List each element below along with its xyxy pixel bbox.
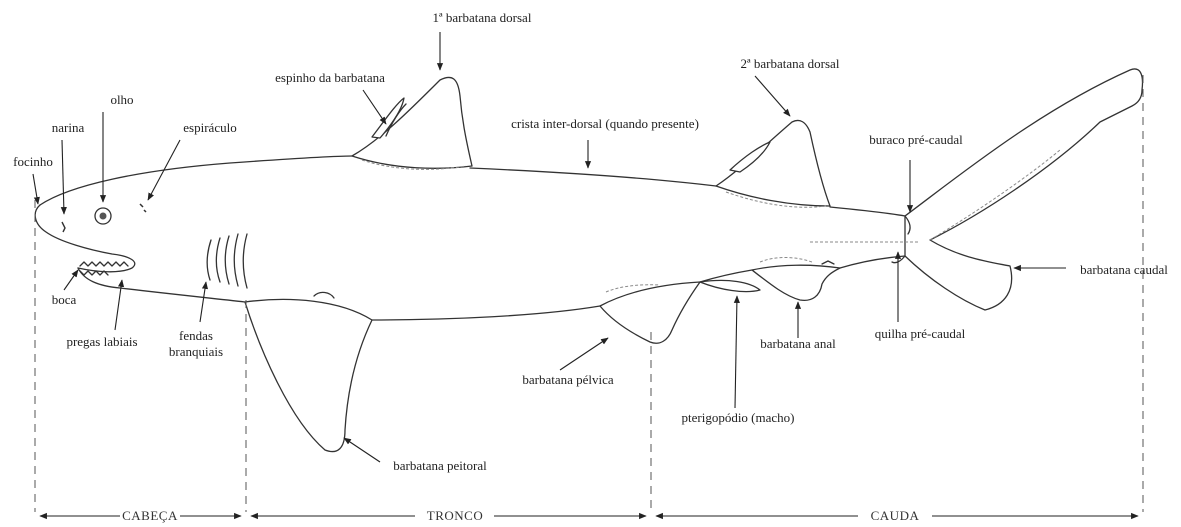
section-cabeca: CABEÇA xyxy=(122,508,178,523)
gill-slits xyxy=(207,234,247,288)
pelvic-fin xyxy=(600,282,700,343)
clasper xyxy=(700,280,760,291)
label-anal-fin: barbatana anal xyxy=(760,336,836,351)
label-clasper: pterigopódio (macho) xyxy=(682,410,795,425)
label-caudal-fin: barbatana caudal xyxy=(1080,262,1168,277)
label-precaudal-pit: buraco pré-caudal xyxy=(869,132,963,147)
pectoral-fin xyxy=(245,299,372,451)
anal-fin xyxy=(752,265,840,300)
second-dorsal-fin xyxy=(716,120,830,206)
label-nostril: narina xyxy=(52,120,85,135)
label-pelvic-fin: barbatana pélvica xyxy=(522,372,614,387)
label-precaudal-keel: quilha pré-caudal xyxy=(875,326,966,341)
first-dorsal-fin xyxy=(352,77,472,168)
label-spiracle: espiráculo xyxy=(183,120,236,135)
label-interdorsal-ridge: crista inter-dorsal (quando presente) xyxy=(511,116,699,131)
label-labial-folds: pregas labiais xyxy=(66,334,137,349)
label-gill-slits-1: fendas xyxy=(179,328,213,343)
label-second-dorsal: 2ª barbatana dorsal xyxy=(741,56,840,71)
label-eye: olho xyxy=(110,92,133,107)
label-mouth: boca xyxy=(52,292,77,307)
label-gill-slits-2: branquiais xyxy=(169,344,223,359)
section-cauda: CAUDA xyxy=(871,508,920,523)
label-fin-spine: espinho da barbatana xyxy=(275,70,385,85)
section-tronco: TRONCO xyxy=(427,508,483,523)
label-snout: focinho xyxy=(13,154,53,169)
label-pectoral-fin: barbatana peitoral xyxy=(393,458,487,473)
label-first-dorsal: 1ª barbatana dorsal xyxy=(433,10,532,25)
